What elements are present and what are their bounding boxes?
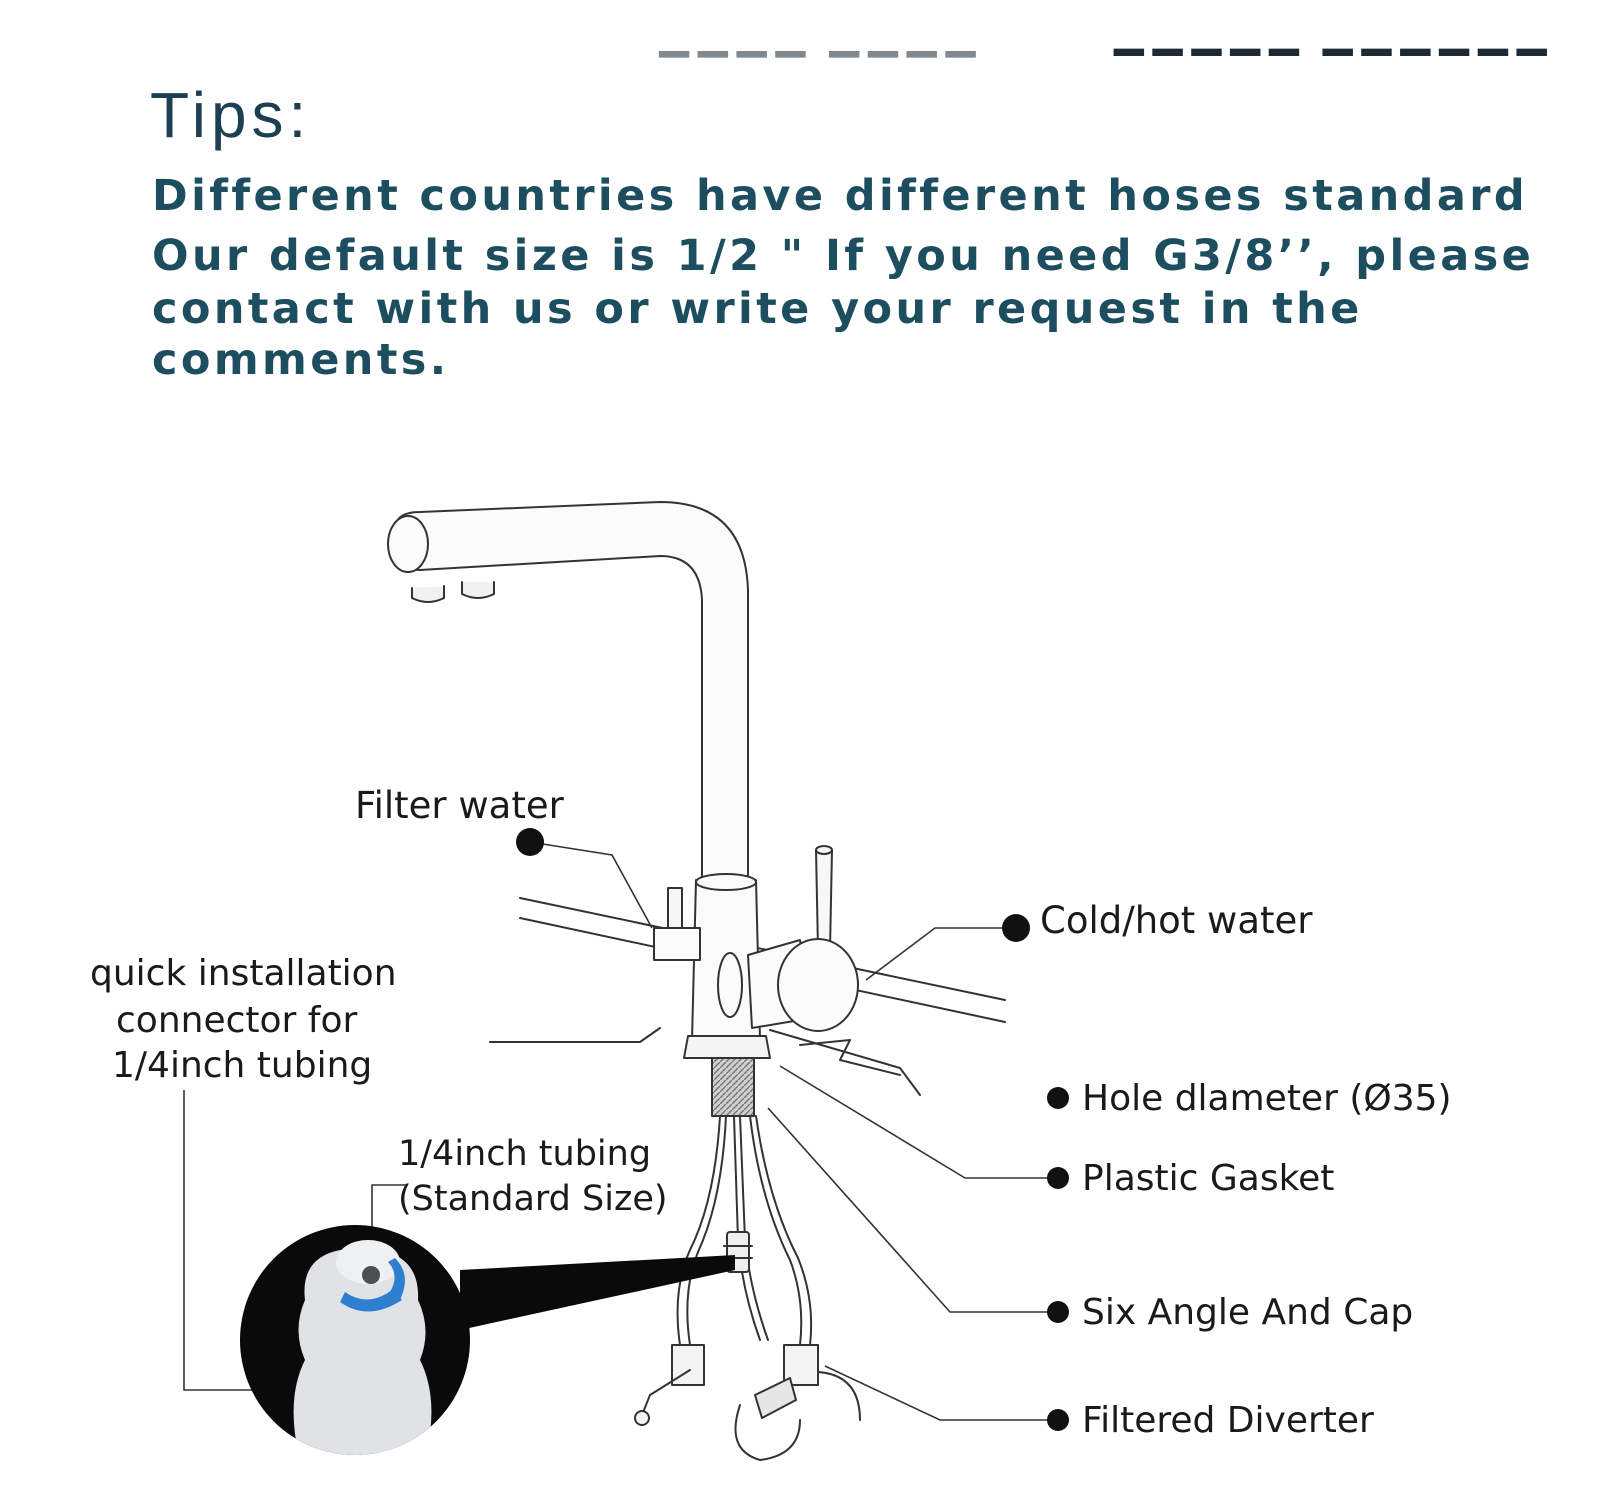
angle-valve-right (783, 1344, 819, 1386)
leader-six-angle (767, 1107, 1058, 1313)
bullet-filtered-diverter (1047, 1409, 1069, 1431)
tips-line-1: Different countries have different hoses… (152, 171, 1529, 221)
leader-filtered-diverter (824, 1365, 1058, 1421)
tips-line-4: comments. (152, 335, 450, 385)
base-flange (683, 1035, 771, 1059)
label-quick-connector-3: 1/4inch tubing (112, 1045, 372, 1086)
angle-valve-right-handle (817, 1371, 861, 1421)
spout-nozzle-2 (461, 581, 495, 599)
bullet-cold-hot (1002, 914, 1030, 942)
connector-inset (240, 1225, 735, 1455)
label-quick-connector-2: connector for (116, 1000, 357, 1041)
cropped-text-left: ▬▬▬▬ ▬▬▬▬ (655, 42, 981, 64)
cropped-heading-strip: ▬▬▬▬ ▬▬▬▬ ▬▬▬▬▬ ▬▬▬▬▬▬ (0, 0, 1600, 70)
angle-valve-left-knob (634, 1410, 650, 1426)
connector-blue-ring-side (388, 1258, 405, 1300)
tips-title: Tips: (150, 79, 312, 151)
countertop-line-upper (519, 897, 1006, 1001)
label-tubing-2: (Standard Size) (398, 1179, 668, 1219)
bullet-six-angle (1047, 1301, 1069, 1323)
tips-body: Different countries have different hoses… (152, 175, 1572, 382)
diverter-loop (734, 1404, 801, 1461)
right-valve-face (717, 952, 743, 1018)
label-filter-water: Filter water (355, 784, 565, 827)
diverter-fitting (754, 1377, 797, 1419)
left-handle-base (653, 927, 701, 961)
inset-pointer (460, 1255, 735, 1330)
hose-right (749, 1115, 803, 1346)
hose-mid (733, 1115, 761, 1341)
connector-collet (336, 1240, 400, 1284)
tips-line-2: Our default size is 1/2 " If you need G3… (152, 231, 1535, 281)
spout-nozzle-1 (411, 585, 445, 603)
countertop-step (799, 1039, 901, 1076)
cropped-text-right: ▬▬▬▬▬ ▬▬▬▬▬▬ (1110, 39, 1552, 63)
connector-blue-ring (340, 1290, 402, 1312)
faucet-drawing (387, 501, 1006, 1461)
spout-tip (387, 515, 429, 573)
bullet-hole-diameter (1047, 1087, 1069, 1109)
body-collar-top (695, 873, 757, 891)
bullet-filter-water (516, 828, 544, 856)
leader-filter-water (529, 841, 653, 929)
faucet-diagram: Filter water Cold/hot water quick instal… (90, 501, 1452, 1461)
tips-line-3: contact with us or write your request in… (152, 284, 1363, 334)
leader-lines (183, 841, 1058, 1421)
right-handle-cap (815, 845, 833, 855)
label-tubing-1: 1/4inch tubing (398, 1134, 651, 1174)
hose-left-inner (686, 1115, 727, 1346)
connector-hole (362, 1266, 380, 1284)
label-filtered-diverter: Filtered Diverter (1082, 1400, 1374, 1441)
label-quick-connector-1: quick installation (90, 953, 397, 994)
label-plastic-gasket: Plastic Gasket (1082, 1158, 1334, 1199)
countertop-edge-left (489, 1027, 661, 1043)
label-six-angle-cap: Six Angle And Cap (1082, 1292, 1413, 1333)
leader-cold-hot (865, 927, 1015, 981)
label-hole-diameter: Hole dlameter (Ø35) (1082, 1078, 1452, 1119)
hose-left (676, 1115, 721, 1346)
threaded-stem (711, 1057, 755, 1117)
label-cold-hot-water: Cold/hot water (1040, 899, 1313, 942)
right-handle-lever (815, 849, 833, 951)
angle-valve-left (671, 1344, 705, 1386)
bullet-plastic-gasket (1047, 1167, 1069, 1189)
leader-plastic-gasket (779, 1065, 1058, 1179)
label-bullets (516, 828, 1069, 1431)
right-valve-body (777, 938, 859, 1032)
hose-right-inner (755, 1115, 813, 1346)
